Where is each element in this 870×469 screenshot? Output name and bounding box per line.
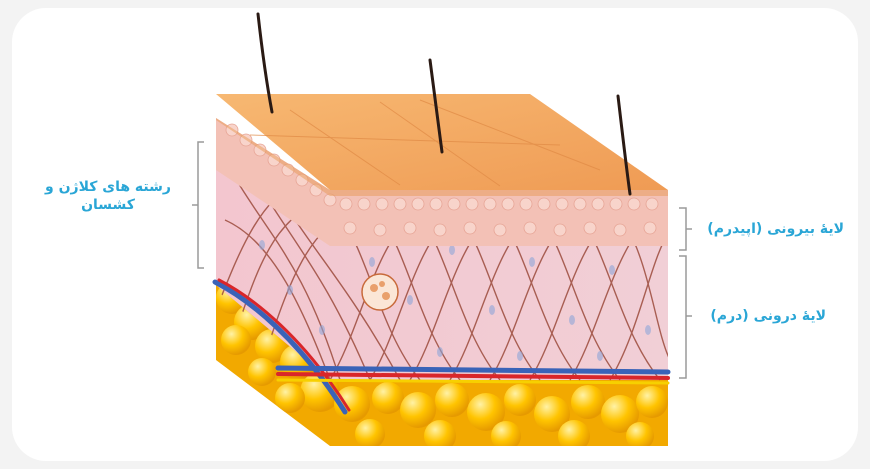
gland xyxy=(362,274,398,310)
collagen-label-line-2: کشسان xyxy=(28,196,188,214)
collagen-label-line-1: رشته های کلاژن و xyxy=(28,178,188,196)
epidermis-bracket xyxy=(679,208,692,250)
collagen-bracket xyxy=(192,142,204,268)
dermis-label: لایهٔ درونی (درم) xyxy=(696,307,826,325)
epidermis-label: لایهٔ بیرونی (اپیدرم) xyxy=(696,220,844,238)
dermis-bracket xyxy=(679,256,692,378)
collagen-fibers-label: رشته های کلاژن و کشسان xyxy=(28,178,188,214)
